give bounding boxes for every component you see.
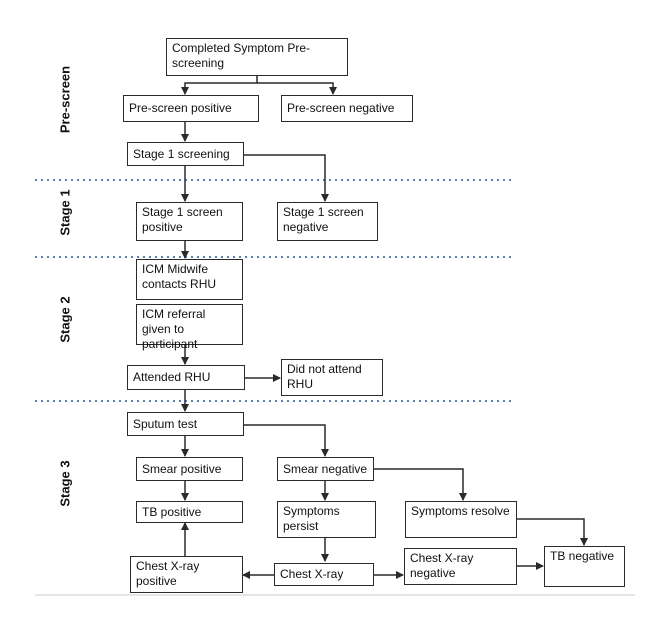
arrow-smearneg-to-resolve — [374, 468, 467, 501]
arrow-resolve-to-tbneg — [517, 518, 588, 546]
box-icm-referral: ICM referral given to participant — [136, 304, 243, 351]
box-stage1-negative: Stage 1 screen negative — [277, 202, 378, 241]
arrow-stage1-to-negative — [244, 154, 329, 202]
box-icm-contacts-rhu: ICM Midwife contacts RHU — [136, 259, 243, 300]
box-did-not-attend: Did not attend RHU — [281, 359, 383, 396]
arrow-completed-to-positive — [181, 76, 258, 95]
arrow-completed-to-negative — [257, 82, 337, 95]
arrow-sputum-to-smearneg — [244, 424, 329, 457]
box-smear-negative: Smear negative — [277, 457, 374, 481]
box-sputum-test: Sputum test — [127, 412, 244, 436]
stage-label-stage1: Stage 1 — [57, 189, 73, 236]
box-prescreen-positive: Pre-screen positive — [123, 95, 259, 122]
box-smear-positive: Smear positive — [136, 457, 243, 481]
box-tb-negative: TB negative — [544, 546, 625, 587]
box-symptoms-resolve: Symptoms resolve — [405, 501, 517, 538]
box-chest-xray-positive: Chest X-ray positive — [130, 556, 243, 593]
box-symptoms-persist: Symptoms persist — [277, 501, 376, 538]
stage-dividers — [35, 179, 515, 402]
box-completed-prescreening: Completed Symptom Pre-screening — [166, 38, 348, 76]
box-tb-positive: TB positive — [136, 501, 243, 523]
box-chest-xray-negative: Chest X-ray negative — [404, 548, 517, 585]
stage-label-prescreen: Pre-screen — [57, 65, 73, 134]
stage-label-stage2: Stage 2 — [57, 296, 73, 343]
box-attended-rhu: Attended RHU — [127, 365, 245, 390]
stage-label-stage3: Stage 3 — [57, 460, 73, 507]
arrows — [181, 76, 588, 579]
box-chest-xray: Chest X-ray — [274, 563, 374, 586]
box-prescreen-negative: Pre-screen negative — [281, 95, 413, 122]
box-stage1-screening: Stage 1 screening — [127, 142, 244, 166]
box-stage1-positive: Stage 1 screen positive — [136, 202, 243, 241]
